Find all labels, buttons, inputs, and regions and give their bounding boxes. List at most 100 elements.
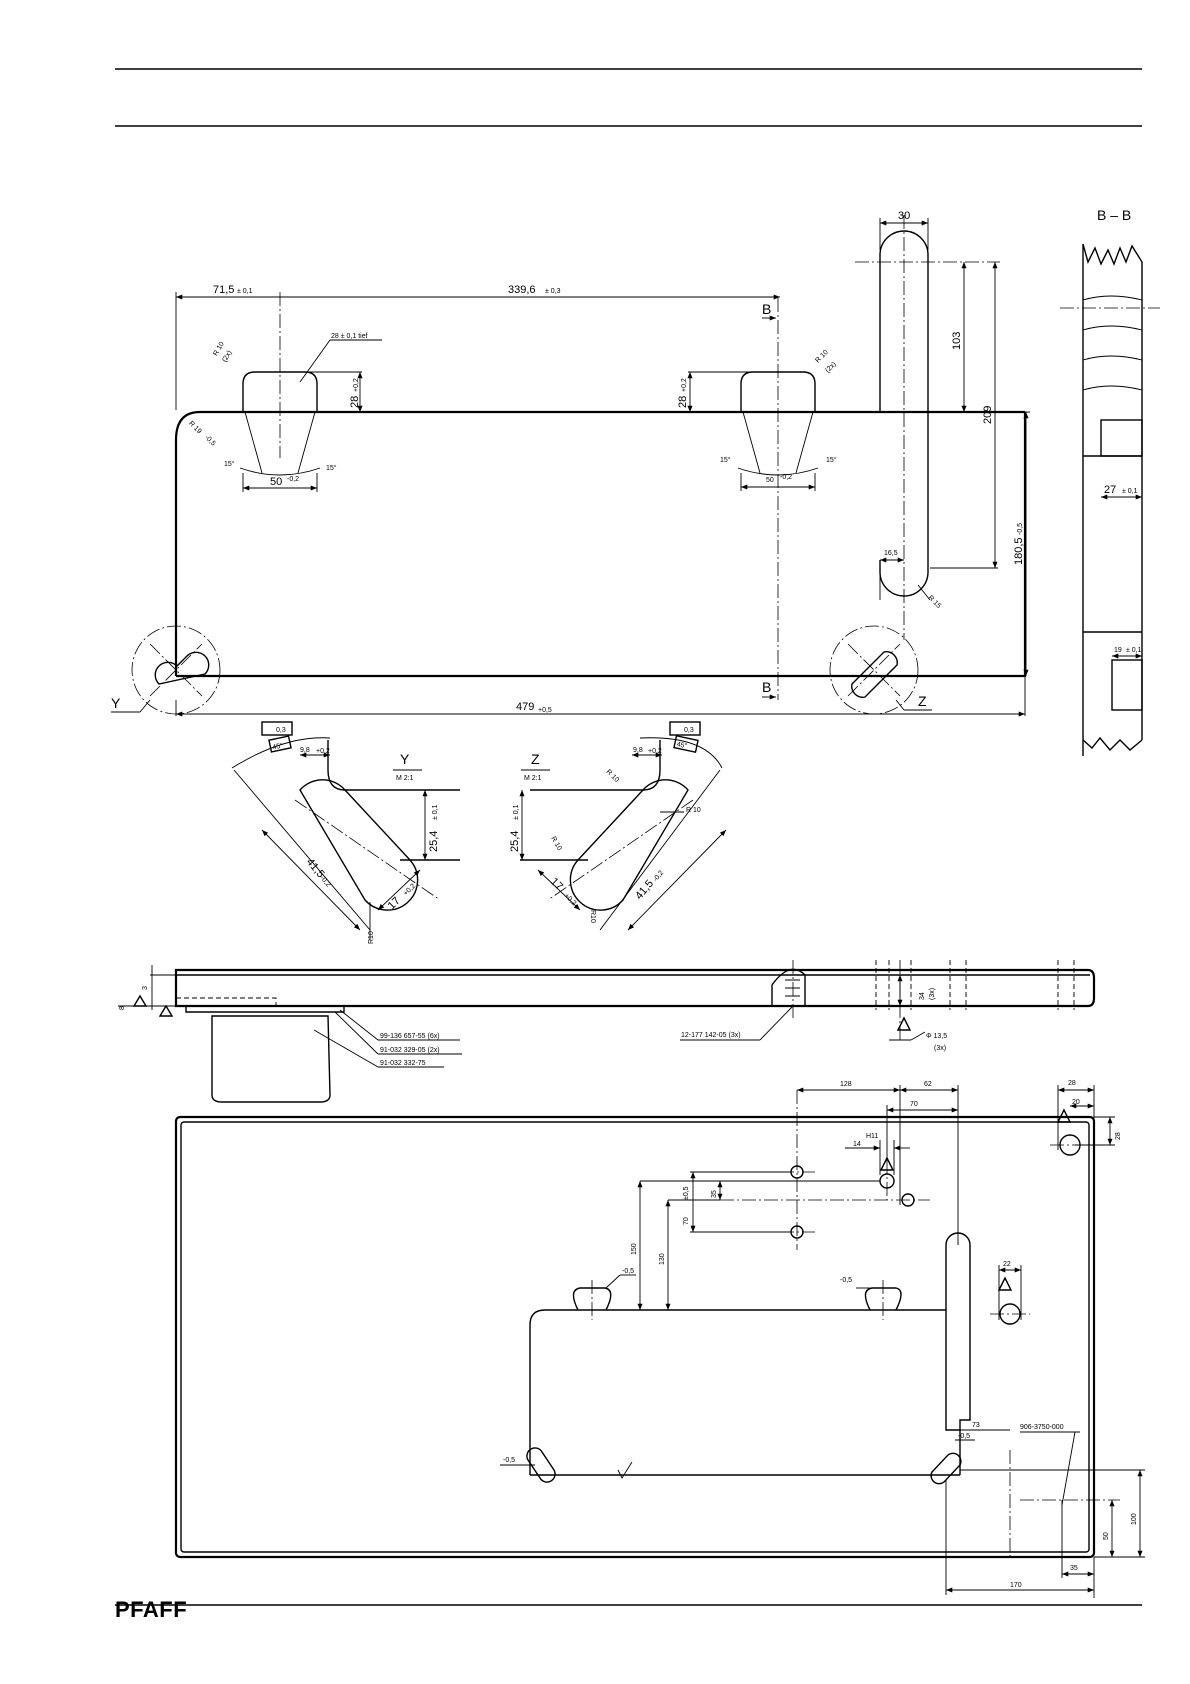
drawer (211, 1015, 331, 1103)
part-number-1: 99-136 657-55 (6x) (380, 1033, 440, 1040)
svg-text:+0,2: +0,2 (648, 748, 662, 755)
svg-text:R 10: R 10 (549, 836, 563, 852)
svg-text:180,5: 180,5 (1013, 537, 1025, 565)
svg-text:45°: 45° (676, 740, 688, 750)
svg-text:R 19: R 19 (187, 420, 202, 435)
svg-text:15°: 15° (720, 456, 731, 464)
svg-text:M 2:1: M 2:1 (396, 775, 414, 782)
svg-text:M 2:1: M 2:1 (524, 775, 542, 782)
svg-text:-0,2: -0,2 (287, 476, 299, 483)
svg-text:28: 28 (1115, 1132, 1122, 1140)
dim-339-6: 339,6 (508, 284, 536, 296)
detail-circle-z (829, 625, 919, 715)
svg-text:R 10: R 10 (605, 768, 620, 783)
svg-text:±0,5: ±0,5 (683, 1186, 690, 1200)
svg-text:-0,5: -0,5 (622, 1268, 634, 1275)
svg-text:± 0,1: ± 0,1 (1122, 488, 1138, 495)
svg-text:14: 14 (853, 1141, 861, 1148)
svg-text:+0,2: +0,2 (353, 378, 360, 392)
svg-text:45°: 45° (272, 741, 284, 751)
svg-text:27: 27 (1104, 484, 1116, 496)
brand-logo: PFAFF (115, 1597, 188, 1622)
svg-text:8: 8 (119, 1006, 126, 1010)
svg-text:0,3: 0,3 (684, 727, 694, 734)
svg-text:15°: 15° (826, 456, 837, 464)
svg-text:100: 100 (1131, 1513, 1138, 1525)
detail-y-title: Y (400, 751, 410, 767)
svg-text:3: 3 (142, 986, 149, 990)
part-number-2: 91-032 329-05 (2x) (380, 1047, 440, 1054)
svg-text:0,3: 0,3 (276, 727, 286, 734)
pocket-depth-note: 28 ± 0,1 tief (331, 333, 368, 340)
side-view: 3 8 99-136 657-55 (6x) 91-032 329-05 (2x… (118, 960, 1096, 1103)
svg-text:30: 30 (898, 210, 910, 222)
svg-text:9,8: 9,8 (300, 747, 310, 754)
svg-text:R10: R10 (589, 910, 596, 923)
svg-text:(2x): (2x) (221, 350, 233, 364)
svg-text:209: 209 (982, 406, 994, 424)
svg-text:-0,2: -0,2 (780, 474, 792, 481)
slot-right (879, 230, 929, 597)
svg-text:-0,5: -0,5 (958, 1433, 970, 1440)
svg-text:20: 20 (1072, 1099, 1080, 1106)
part-number-906: 906-3750-000 (1020, 1424, 1064, 1431)
svg-text:15°: 15° (326, 464, 337, 472)
svg-text:50: 50 (1103, 1532, 1110, 1540)
svg-text:103: 103 (951, 332, 963, 350)
svg-text:128: 128 (840, 1081, 852, 1088)
svg-text:± 0,1: ± 0,1 (513, 804, 520, 820)
part-number-3: 91-032 332-75 (380, 1060, 426, 1067)
svg-text:28: 28 (349, 396, 361, 408)
svg-text:(3x): (3x) (929, 988, 936, 1000)
svg-text:35: 35 (1070, 1565, 1078, 1572)
svg-text:70: 70 (683, 1217, 690, 1225)
svg-text:28: 28 (1068, 1080, 1076, 1087)
svg-text:50: 50 (270, 476, 282, 488)
svg-text:R 10: R 10 (814, 349, 829, 364)
svg-text:-0,5: -0,5 (840, 1277, 852, 1284)
svg-text:150: 150 (631, 1243, 638, 1255)
section-mark-b-bottom: B (762, 679, 771, 695)
svg-text:Z: Z (918, 693, 927, 709)
svg-text:-0,5: -0,5 (503, 1457, 515, 1464)
svg-text:16,5: 16,5 (884, 550, 898, 557)
svg-text:+0,2: +0,2 (681, 378, 688, 392)
svg-text:19: 19 (1114, 647, 1122, 654)
svg-text:R 15: R 15 (927, 594, 942, 609)
svg-text:-0,5: -0,5 (1017, 523, 1024, 535)
svg-text:(3x): (3x) (934, 1045, 946, 1052)
table-top-outer (174, 1115, 1096, 1559)
svg-text:50: 50 (766, 477, 774, 484)
table-top-view: 128 62 70 28 20 28 14 H11 35 70 ±0,5 (174, 1080, 1145, 1598)
svg-text:35: 35 (711, 1190, 718, 1198)
svg-text:15°: 15° (224, 460, 235, 468)
svg-text:28: 28 (677, 396, 689, 408)
part-number-4: 12-177 142-05 (3x) (681, 1032, 741, 1039)
svg-text:170: 170 (1010, 1582, 1022, 1589)
svg-text:R10: R10 (368, 931, 375, 944)
svg-text:34: 34 (919, 992, 926, 1000)
svg-text:+0,2: +0,2 (316, 748, 330, 755)
dim-71-5: 71,5 (213, 284, 234, 296)
svg-text:± 0,1: ± 0,1 (1126, 647, 1142, 654)
detail-z-title: Z (531, 751, 540, 767)
svg-text:73: 73 (972, 1422, 980, 1429)
svg-text:H11: H11 (866, 1133, 878, 1140)
section-bb-title: B – B (1097, 207, 1131, 223)
svg-text:22: 22 (1003, 1261, 1011, 1268)
svg-text:25,4: 25,4 (509, 831, 521, 852)
svg-text:62: 62 (924, 1081, 932, 1088)
svg-text:± 0,1: ± 0,1 (237, 288, 253, 295)
section-bb: B – B 27 ± 0,1 19 ± 0,1 (1060, 207, 1160, 756)
table-outline (174, 410, 1027, 678)
sewing-cutout (529, 1309, 961, 1475)
detail-z: Z M 2:1 0,3 45° 9,8 +0,2 R 10 R 10 R 10 … (509, 721, 727, 931)
svg-text:25,4: 25,4 (428, 831, 440, 852)
top-view: 71,5 ± 0,1 339,6 ± 0,3 28 ± 0,1 tief R 1… (111, 210, 1030, 717)
svg-text:+0,5: +0,5 (538, 707, 552, 714)
svg-text:± 0,1: ± 0,1 (432, 804, 439, 820)
svg-text:-0,2: -0,2 (318, 875, 331, 889)
svg-text:-0,5: -0,5 (203, 434, 217, 448)
svg-text:Y: Y (111, 695, 121, 711)
svg-text:-0,2: -0,2 (652, 869, 665, 883)
